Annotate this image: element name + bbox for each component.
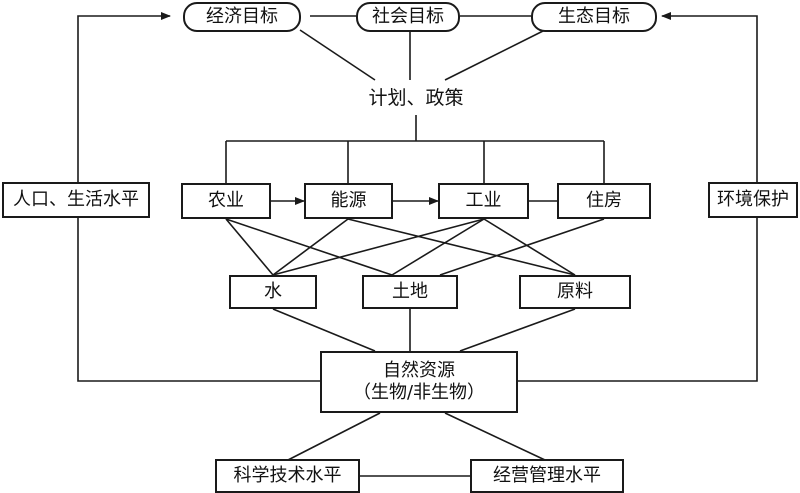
housing-node: 住房 — [557, 183, 651, 219]
line-economic-to-plan — [299, 29, 376, 81]
line-ecological-to-plan — [444, 29, 546, 81]
natural-resources-subtitle: （生物/非生物） — [352, 382, 486, 403]
energy-node: 能源 — [304, 183, 393, 219]
natural-resources-title: 自然资源 — [383, 359, 455, 381]
agriculture-node: 农业 — [181, 183, 271, 219]
environmental-protection-node: 环境保护 — [708, 182, 798, 218]
population-living-standard-node: 人口、生活水平 — [2, 182, 150, 218]
ecological-goal-node: 生态目标 — [531, 2, 657, 32]
social-goal-node: 社会目标 — [356, 2, 460, 32]
science-technology-level-node: 科学技术水平 — [215, 459, 360, 493]
raw-materials-node: 原料 — [519, 275, 631, 309]
management-level-node: 经营管理水平 — [470, 459, 624, 493]
economic-goal-node: 经济目标 — [183, 2, 301, 32]
industry-node: 工业 — [438, 183, 529, 219]
natural-resources-node: 自然资源 （生物/非生物） — [320, 351, 518, 413]
plan-policy-label: 计划、政策 — [358, 84, 474, 114]
land-node: 土地 — [362, 275, 458, 309]
water-node: 水 — [229, 275, 317, 309]
